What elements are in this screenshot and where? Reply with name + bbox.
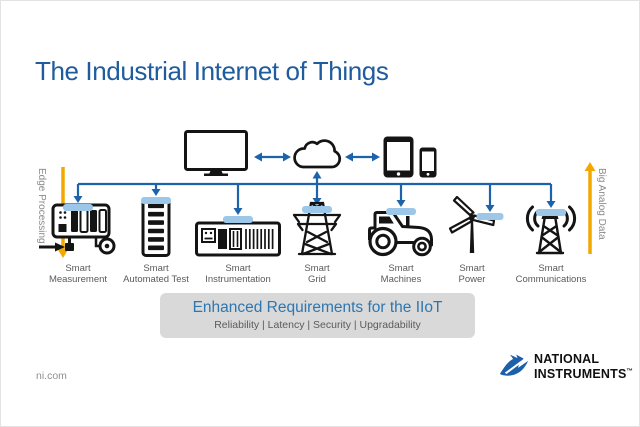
tablet-icon xyxy=(383,136,414,178)
sensor-strip xyxy=(63,204,93,211)
sensor-strip xyxy=(141,197,171,204)
big-analog-data-arrow xyxy=(584,162,596,254)
sensor-strip xyxy=(223,216,253,223)
sensor-strip xyxy=(476,213,504,220)
national-instruments-logo: NATIONAL INSTRUMENTS™ xyxy=(499,353,633,381)
down-arrows xyxy=(73,184,556,215)
banner-subtitle: Reliability | Latency | Security | Upgra… xyxy=(214,319,421,331)
tractor-icon xyxy=(368,211,433,257)
banner-title: Enhanced Requirements for the IIoT xyxy=(192,299,443,316)
page-title: The Industrial Internet of Things xyxy=(35,56,389,86)
monitor-cloud-arrow xyxy=(254,152,291,162)
big-analog-data-label: Big Analog Data xyxy=(596,168,607,240)
sensor-strip xyxy=(302,206,332,213)
wind-turbine-icon xyxy=(448,195,496,253)
phone-icon xyxy=(419,147,437,178)
edge-processing-label: Edge Processing xyxy=(36,168,47,244)
cloud-icon xyxy=(293,139,342,169)
sensor-strip xyxy=(386,208,416,215)
requirements-banner: Enhanced Requirements for the IIoT Relia… xyxy=(160,293,475,338)
logo-wordmark: NATIONAL INSTRUMENTS™ xyxy=(534,352,634,382)
test-rack-icon xyxy=(141,197,171,257)
ni-eagle-icon xyxy=(499,354,529,376)
ni-url: ni.com xyxy=(36,370,67,382)
cloud-up-arrow xyxy=(312,171,322,184)
instrument-chassis-icon xyxy=(195,221,281,257)
mobile-devices xyxy=(383,136,439,180)
monitor-icon xyxy=(184,130,248,176)
cloud-tablet-arrow xyxy=(345,152,380,162)
daq-measurement-icon xyxy=(39,203,116,255)
sensor-strip xyxy=(536,209,566,216)
